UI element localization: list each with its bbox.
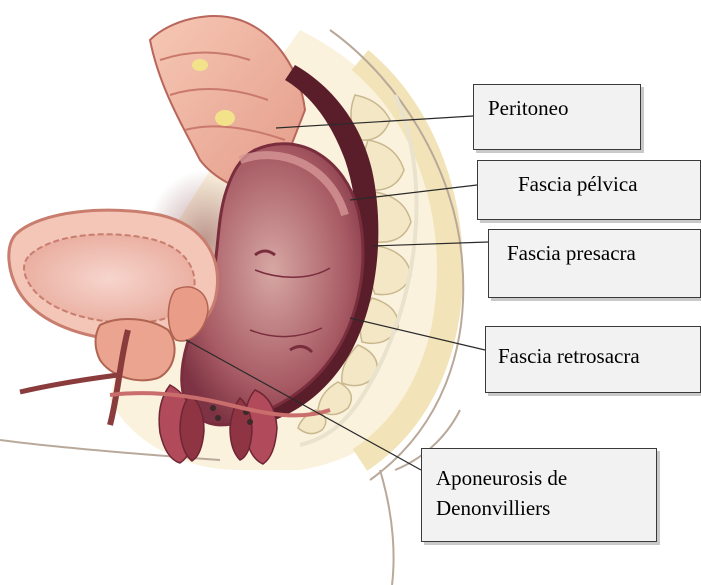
urethra-extension (20, 375, 118, 392)
label-fascia-retrosacra-text: Fascia retrosacra (498, 344, 640, 368)
label-peritoneo-text: Peritoneo (488, 96, 568, 120)
label-aponeurosis-denonvilliers: Aponeurosis de Denonvilliers (421, 448, 657, 542)
label-fascia-retrosacra: Fascia retrosacra (485, 326, 701, 393)
label-fascia-pelvica: Fascia pélvica (477, 160, 701, 220)
prostate (96, 319, 175, 380)
label-fascia-pelvica-text: Fascia pélvica (518, 172, 638, 196)
label-aponeurosis-line1: Aponeurosis de (436, 463, 642, 493)
label-aponeurosis-line2: Denonvilliers (436, 493, 642, 523)
label-fascia-presacra: Fascia presacra (488, 229, 701, 298)
label-fascia-presacra-text: Fascia presacra (507, 241, 636, 265)
label-peritoneo: Peritoneo (473, 84, 641, 150)
